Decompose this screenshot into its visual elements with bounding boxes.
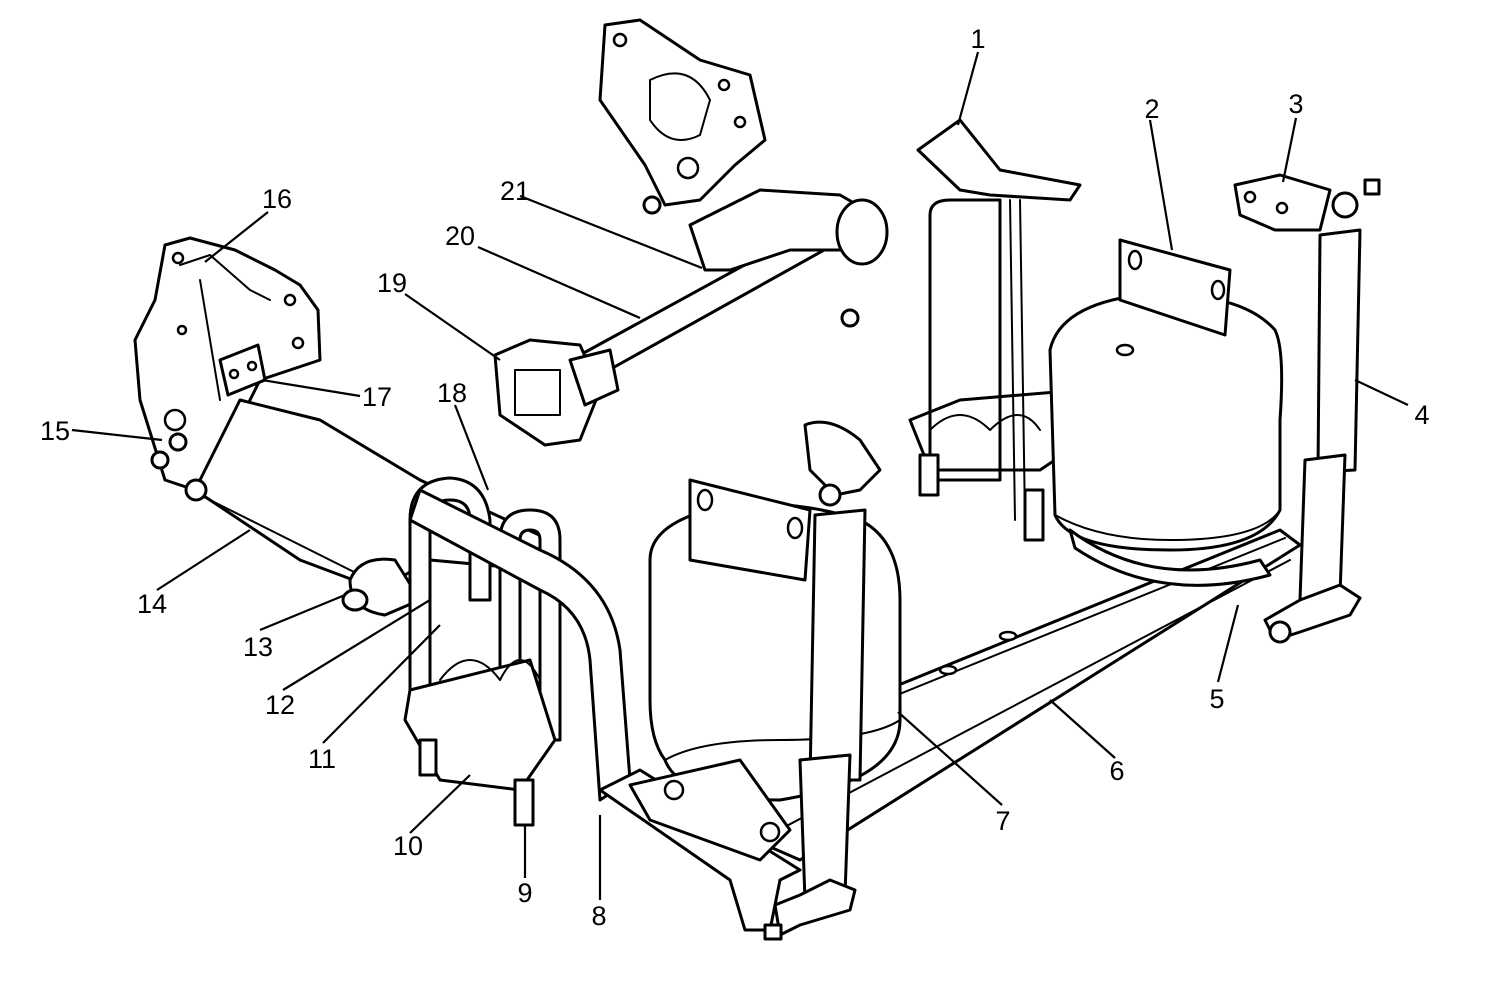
rear-shock-absorber [1233,173,1381,642]
callout-14: 14 [137,589,167,619]
callout-2: 2 [1144,94,1159,124]
front-shock-absorber [763,420,882,941]
callout-labels: 1 2 3 4 5 6 7 8 9 10 11 12 13 14 15 16 1… [40,24,1430,931]
callout-19: 19 [377,268,407,298]
callout-4: 4 [1414,400,1429,430]
callout-18: 18 [437,378,467,408]
callout-8: 8 [591,901,606,931]
callout-13: 13 [243,632,273,662]
callout-7: 7 [995,806,1010,836]
front-axle-beam [193,398,552,617]
callout-5: 5 [1209,684,1224,714]
callout-6: 6 [1109,756,1124,786]
leader-lines [71,51,1409,900]
callout-3: 3 [1288,89,1303,119]
callout-17: 17 [362,382,392,412]
callout-1: 1 [970,24,985,54]
callout-20: 20 [445,221,475,251]
callout-11: 11 [308,744,336,774]
track-bar-mount [493,338,620,447]
track-bar [578,188,889,377]
callout-16: 16 [262,184,292,214]
callout-21: 21 [500,176,530,206]
callout-15: 15 [40,416,70,446]
callout-9: 9 [517,878,532,908]
callout-12: 12 [265,690,295,720]
callout-10: 10 [393,831,423,861]
height-sensor [916,118,1082,521]
rear-air-spring [1048,238,1284,587]
upper-frame-bracket [598,18,767,207]
fasteners [150,195,1292,644]
